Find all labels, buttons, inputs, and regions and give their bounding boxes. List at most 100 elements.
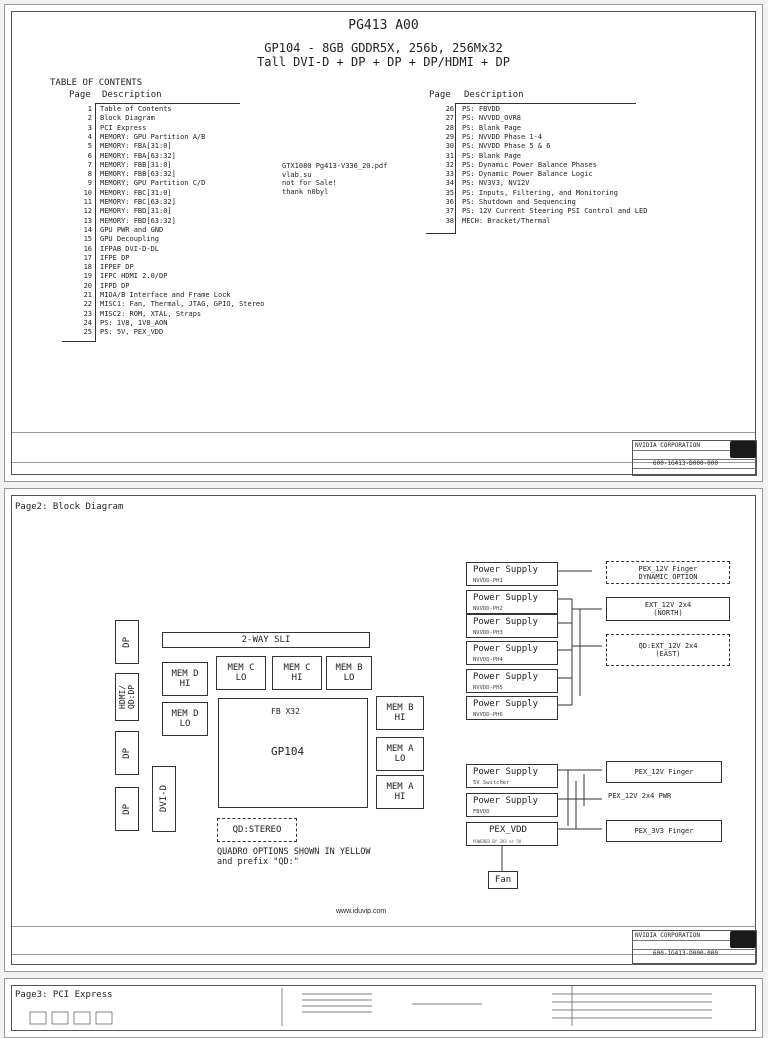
schematic-sheet-page1: PG413 A00 GP104 - 8GB GDDR5X, 256b, 256M… [4, 4, 763, 482]
toc-description: MEMORY: GPU Partition A/B [100, 132, 206, 141]
dp-output-2: DP [115, 731, 139, 775]
toc-description: Table of Contents [100, 105, 172, 113]
toc-page-number: 9 [87, 179, 92, 188]
toc-description: GPU Decoupling [100, 235, 160, 244]
toc-entry: 24 PS: 1V8, 1V8_AON [76, 318, 168, 327]
toc-description: MISC1: Fan, Thermal, JTAG, GPIO, Stereo [100, 300, 265, 309]
ps-5v-switcher: Power Supply 5V Switcher [466, 764, 558, 788]
source-note: GTX1080 Pg413-V336_20.pdf vlab.su not fo… [282, 162, 387, 196]
toc-description: MISC2: ROM, XTAL, Straps [100, 309, 202, 318]
toc-description: GPU PWR and GND [100, 225, 164, 234]
toc-page-number: 36 [445, 198, 454, 206]
title-block: NVIDIA CORPORATION 600-1G413-D000-000 [632, 930, 757, 964]
toc-col-desc-right: Description [464, 90, 524, 100]
fb-width-label: FB X32 [271, 707, 300, 716]
source-note-line: vlab.su [282, 170, 312, 179]
toc-rule-left [96, 103, 240, 104]
dvi-output: DVI-D [152, 766, 176, 832]
toc-page-number: 29 [445, 132, 454, 141]
toc-page-number: 32 [445, 160, 454, 169]
toc-description: PS: Shutdown and Sequencing [462, 198, 576, 206]
toc-page-number: 37 [445, 207, 454, 216]
doc-number: 600-1G413-D000-000 [653, 460, 719, 467]
toc-page-number: 8 [87, 170, 92, 179]
toc-description: PS: NVVDD Phase 5 & 6 [462, 142, 551, 151]
toc-divider-left [95, 103, 96, 341]
power-supply-label: Power Supply [473, 672, 539, 682]
titleblock-top-rule [12, 926, 755, 927]
toc-description: MEMORY: FBD[63:32] [100, 216, 176, 225]
toc-page-number: 2 [87, 114, 92, 123]
power-supply-label: Power Supply [473, 699, 539, 709]
quadro-note: QUADRO OPTIONS SHOWN IN YELLOW and prefi… [217, 847, 371, 867]
toc-page-number: 17 [83, 253, 92, 262]
toc-description: PS: NVVDD_OVR8 [462, 114, 522, 123]
schematic-sheet-page2: Page2: Block Diagram [4, 488, 763, 972]
toc-description: MEMORY: FBA[63:32] [100, 151, 176, 160]
schematic-sheet-page3: Page3: PCI Express [4, 978, 763, 1038]
toc-entry: 36 PS: Shutdown and Sequencing [438, 198, 576, 206]
toc-description: IFPE DP [100, 253, 130, 262]
pcie-schematic-fragment [29, 986, 712, 1026]
toc-description: MEMORY: FBB[63:32] [100, 170, 176, 179]
hdmi-output: HDMI/ QD:DP [115, 673, 139, 721]
toc-description: PS: Blank Page [462, 123, 522, 132]
sheet-border: Page2: Block Diagram [11, 495, 757, 965]
phase-name: NVVDD-PH5 [473, 685, 503, 691]
toc-page-number: 11 [83, 198, 92, 206]
toc-description: PS: Blank Page [462, 151, 522, 160]
toc-description: MEMORY: FBC[31:0] [100, 188, 172, 197]
phase-name: NVVDD-PH6 [473, 712, 503, 718]
source-note-line: thank n0byl [282, 187, 329, 196]
toc-page-number: 24 [83, 318, 92, 327]
toc-description: PS: NVVDD Phase 1-4 [462, 132, 543, 141]
toc-description: PS: 1V8, 1V8_AON [100, 318, 168, 327]
source-note-line: not for Sale! [282, 179, 337, 187]
toc-page-number: 4 [87, 132, 92, 141]
fan-block: Fan [488, 871, 518, 889]
titleblock-top-rule [12, 432, 755, 433]
toc-entry: 4 MEMORY: GPU Partition A/B [76, 132, 206, 141]
toc-page-number: 16 [83, 244, 92, 253]
titleblock-rule [12, 462, 755, 463]
toc-description: PS: Dynamic Power Balance Phases [462, 160, 597, 169]
toc-entry: 8 MEMORY: FBB[63:32] [76, 170, 176, 178]
sheet-border: PG413 A00 GP104 - 8GB GDDR5X, 256b, 256M… [11, 11, 757, 476]
titleblock-rule [12, 954, 755, 955]
sli-connector: 2-WAY SLI [162, 632, 370, 648]
toc-description: PCI Express [100, 123, 147, 132]
toc-page-number: 18 [83, 263, 92, 272]
toc-divider-right [455, 103, 456, 233]
toc-entry: 32 PS: Dynamic Power Balance Phases [438, 161, 597, 169]
gpu-name: GP104 [271, 745, 305, 758]
toc-rule-right [456, 103, 636, 104]
toc-page-number: 35 [445, 188, 454, 197]
page-title: Page3: PCI Express [15, 990, 113, 1000]
source-note-line: GTX1080 Pg413-V336_20.pdf [282, 162, 388, 170]
toc-bottom-right [426, 233, 456, 234]
title-block: NVIDIA CORPORATION 600-1G413-D000-000 [632, 440, 757, 476]
toc-page-number: 6 [87, 151, 92, 160]
